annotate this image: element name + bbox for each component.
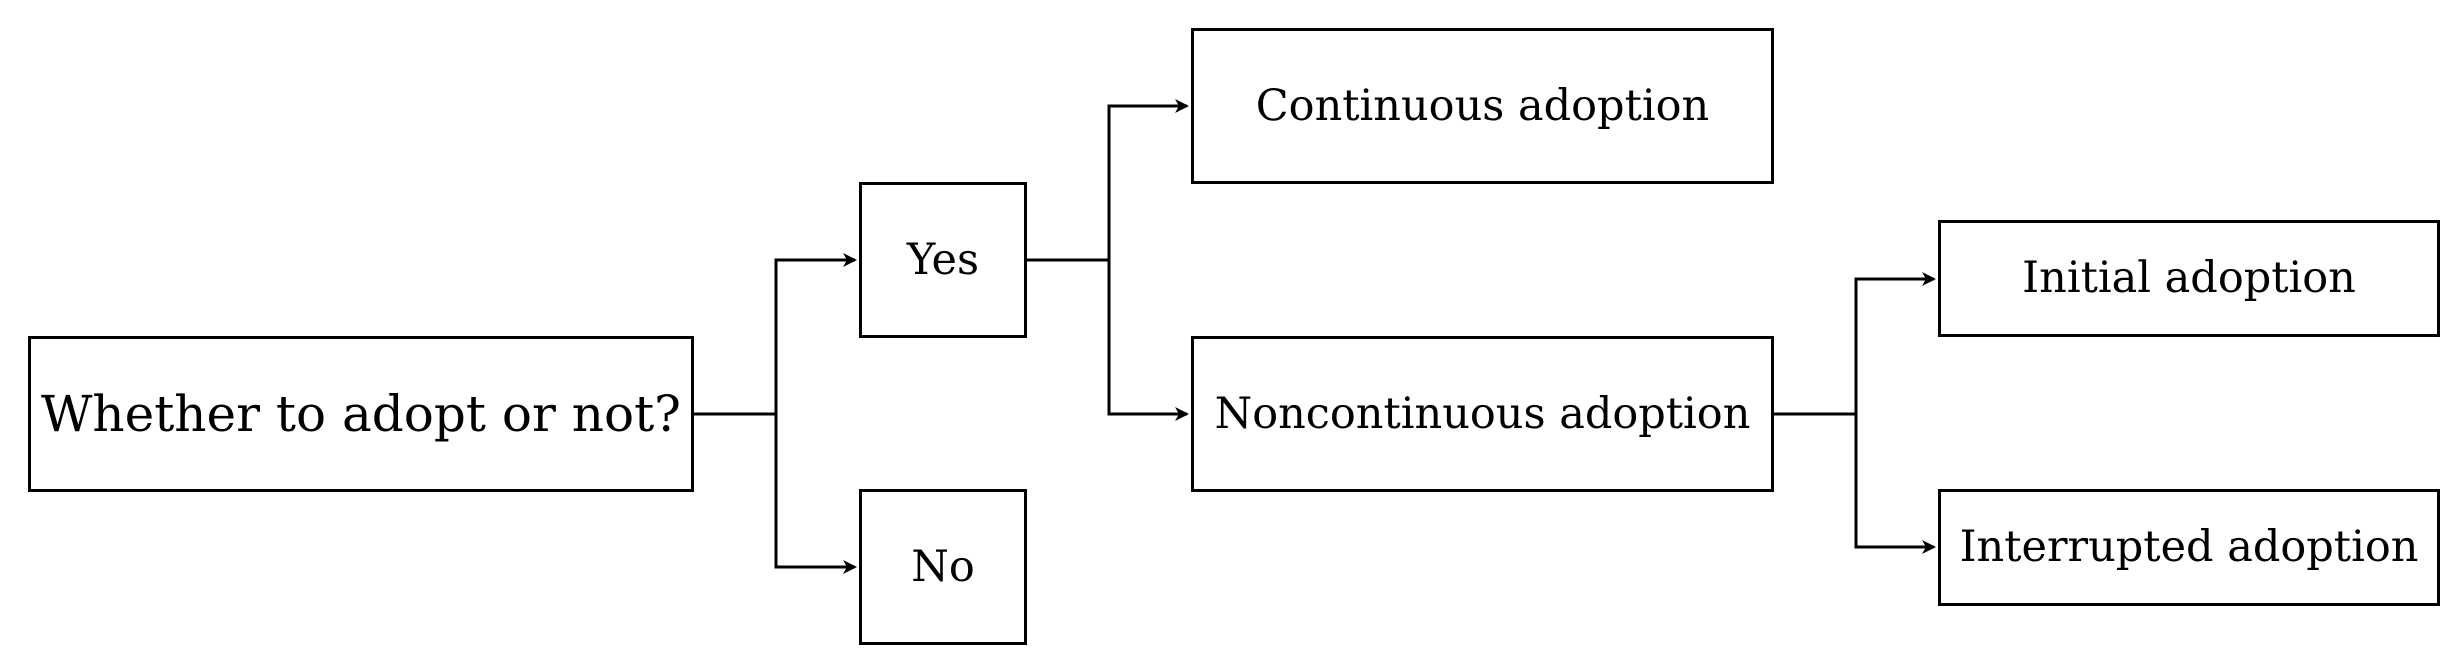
- node-label: Interrupted adoption: [1959, 522, 2419, 572]
- node-continuous-adoption: Continuous adoption: [1191, 28, 1774, 184]
- edge-root-to-yes: [694, 253, 857, 416]
- node-interrupted-adoption: Interrupted adoption: [1938, 489, 2440, 606]
- edge-root-to-no: [774, 414, 857, 574]
- node-yes: Yes: [859, 182, 1027, 338]
- node-label: Whether to adopt or not?: [41, 385, 681, 443]
- node-noncontinuous-adoption: Noncontinuous adoption: [1191, 336, 1774, 492]
- node-label: No: [911, 541, 975, 592]
- node-label: Noncontinuous adoption: [1214, 388, 1751, 439]
- node-label: Initial adoption: [2022, 253, 2356, 303]
- node-initial-adoption: Initial adoption: [1938, 220, 2440, 337]
- edge-noncontinuous-to-initial: [1774, 272, 1936, 416]
- edge-yes-to-noncontinuous: [1107, 260, 1189, 421]
- node-label: Yes: [906, 234, 980, 285]
- node-no: No: [859, 489, 1027, 645]
- node-label: Continuous adoption: [1255, 80, 1710, 131]
- node-whether-to-adopt: Whether to adopt or not?: [28, 336, 694, 492]
- edge-yes-to-continuous: [1027, 99, 1189, 262]
- edge-noncontinuous-to-interrupted: [1854, 414, 1936, 554]
